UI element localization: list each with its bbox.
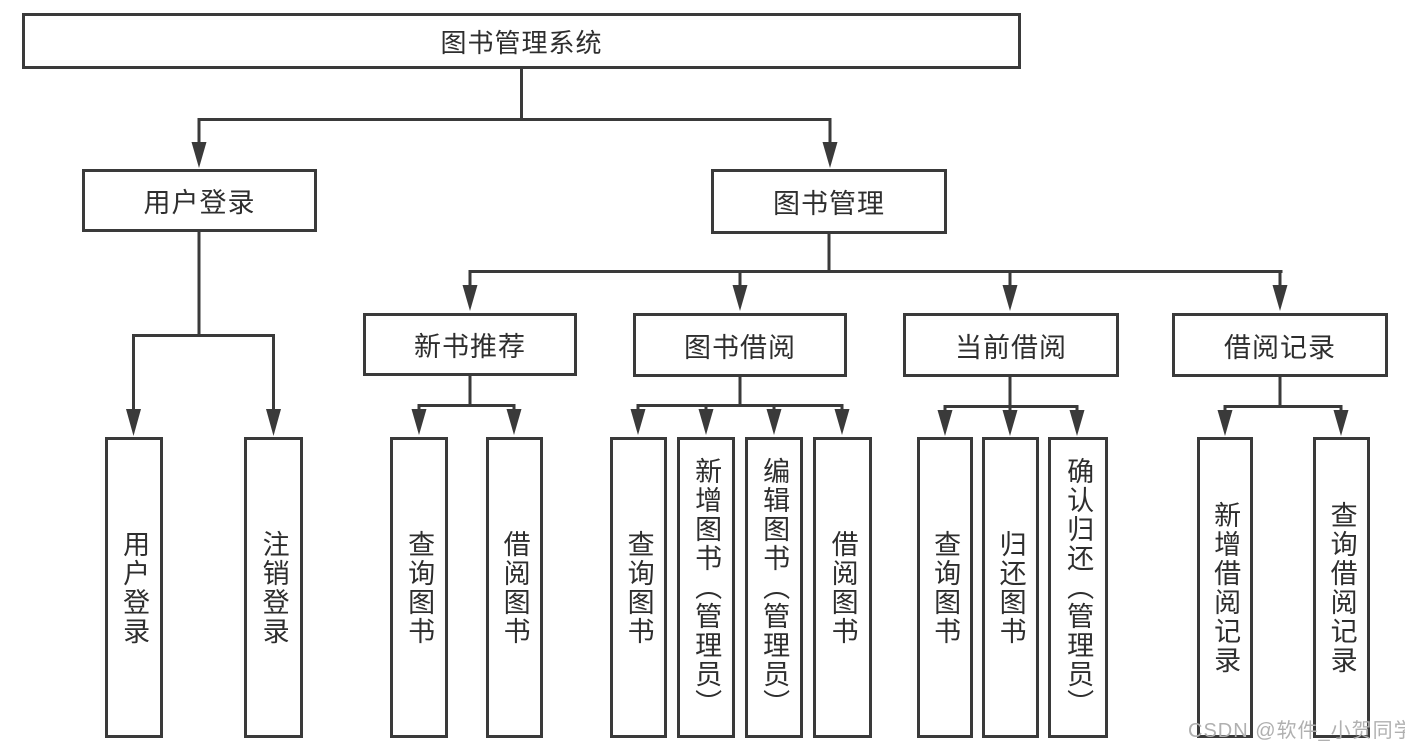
node-label: 归还图书: [995, 529, 1026, 646]
node-label: 新增借阅记录: [1210, 500, 1241, 675]
node-leaf-query-books-current: 查询图书: [917, 437, 973, 738]
node-label: 图书管理系统: [440, 27, 603, 58]
node-label: 查询图书: [623, 529, 654, 646]
node-label: 查询借阅记录: [1326, 500, 1357, 675]
node-new-book-recommend: 新书推荐: [363, 313, 577, 376]
node-leaf-user-login: 用户登录: [105, 437, 163, 738]
watermark: CSDN @软件_小贺同学: [1188, 720, 1405, 742]
node-leaf-query-borrow-record: 查询借阅记录: [1313, 437, 1370, 738]
node-label: 确认归还（管理员）: [1063, 457, 1094, 718]
node-leaf-add-borrow-record: 新增借阅记录: [1197, 437, 1253, 738]
node-leaf-confirm-return-admin: 确认归还（管理员）: [1048, 437, 1108, 738]
node-leaf-logout: 注销登录: [244, 437, 303, 738]
node-current-borrowing: 当前借阅: [903, 313, 1119, 377]
node-book-management: 图书管理: [711, 169, 947, 234]
node-leaf-borrow-books-borrowing: 借阅图书: [813, 437, 872, 738]
node-label: 编辑图书（管理员）: [759, 457, 790, 718]
node-leaf-query-books-borrowing: 查询图书: [610, 437, 667, 738]
node-label: 用户登录: [119, 529, 150, 646]
node-leaf-return-books: 归还图书: [982, 437, 1039, 738]
node-label: 图书管理: [773, 189, 885, 219]
node-label: 新书推荐: [414, 332, 526, 362]
node-label: 借阅记录: [1224, 332, 1336, 363]
node-book-borrowing: 图书借阅: [633, 313, 847, 377]
node-label: 注销登录: [258, 529, 289, 646]
node-leaf-borrow-books-recommend: 借阅图书: [486, 437, 543, 738]
node-library-management-system: 图书管理系统: [22, 13, 1021, 69]
node-label: 图书借阅: [684, 332, 796, 363]
node-borrowing-records: 借阅记录: [1172, 313, 1388, 377]
node-label: 新增图书（管理员）: [691, 457, 722, 718]
node-leaf-edit-books-admin: 编辑图书（管理员）: [745, 437, 803, 738]
node-label: 查询图书: [930, 529, 961, 646]
node-user-login: 用户登录: [82, 169, 317, 232]
node-label: 用户登录: [143, 188, 256, 218]
node-leaf-query-books-recommend: 查询图书: [390, 437, 448, 738]
node-label: 当前借阅: [955, 332, 1067, 363]
node-label: 借阅图书: [499, 529, 530, 646]
node-label: 查询图书: [404, 529, 435, 646]
node-label: 借阅图书: [827, 529, 858, 646]
node-leaf-add-books-admin: 新增图书（管理员）: [677, 437, 735, 738]
